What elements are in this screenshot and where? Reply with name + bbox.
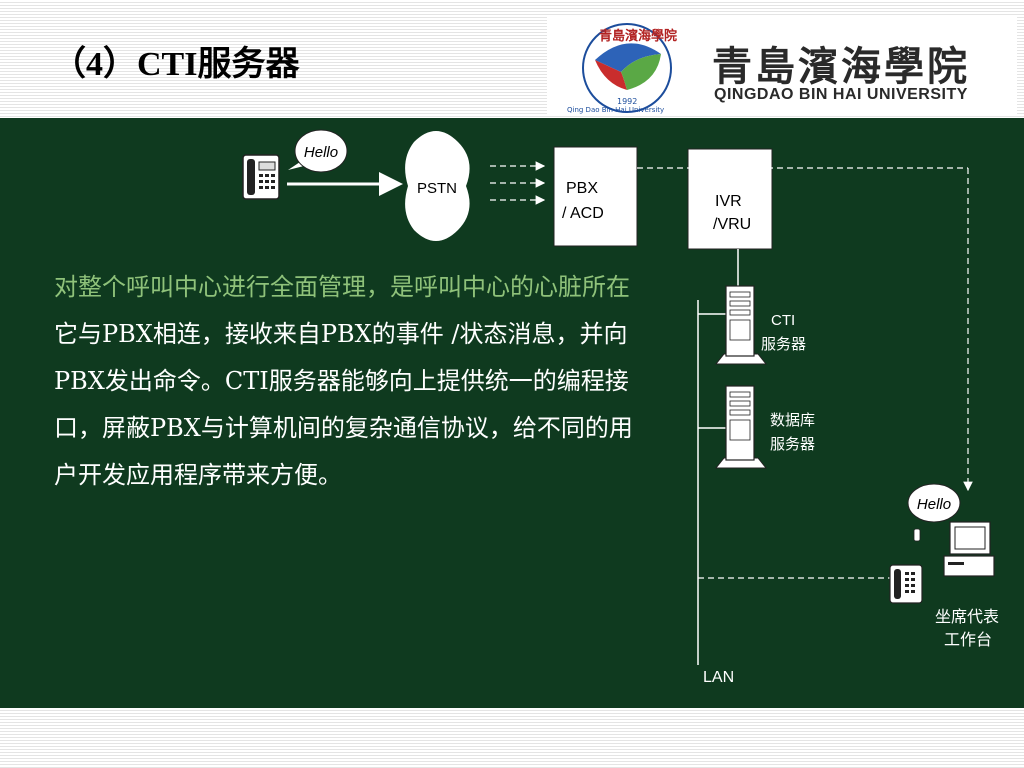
caller-phone-icon	[242, 154, 280, 200]
cti-label-line1: CTI	[771, 312, 795, 329]
caller-hello-text: Hello	[304, 144, 338, 161]
university-seal-icon: 青島濱海學院 1992 Qing Dao Bin Hai University	[567, 23, 677, 114]
content-panel	[0, 118, 1024, 708]
pbx-label-line1: PBX	[566, 180, 598, 197]
agent-hello-bubble: Hello	[907, 483, 961, 523]
headset-icon	[913, 528, 921, 542]
university-name-cn: 青島濱海學院	[712, 43, 970, 90]
seal-year: 1992	[617, 97, 637, 106]
agent-label-line1: 坐席代表	[935, 607, 999, 626]
agent-phone-icon	[889, 564, 923, 604]
agent-computer-icon	[943, 521, 995, 577]
cti-label-line2: 服务器	[761, 335, 806, 353]
db-label-line1: 数据库	[770, 411, 815, 429]
pbx-label-line2: / ACD	[562, 205, 604, 222]
slide-title: （4）CTI服务器	[52, 46, 300, 83]
agent-label-line2: 工作台	[944, 630, 992, 649]
cti-server-icon	[714, 285, 768, 365]
description-paragraph-1: 对整个呼叫中心进行全面管理，是呼叫中心的心脏所在	[54, 273, 630, 301]
seal-ring-text: Qing Dao Bin Hai University	[567, 106, 664, 114]
agent-hello-text: Hello	[917, 496, 951, 513]
footer-background	[0, 708, 1024, 768]
pstn-cloud: PSTN	[405, 131, 470, 241]
university-logo: 青島濱海學院 1992 Qing Dao Bin Hai University …	[547, 16, 1017, 114]
pbx-acd-box: PBX / ACD	[553, 146, 638, 247]
lan-label: LAN	[703, 669, 734, 686]
caller-hello-bubble: Hello	[288, 129, 348, 173]
description-paragraph-2: 它与PBX相连，接收来自PBX的事件 /状态消息，并向PBX发出命令。CTI服务…	[54, 320, 633, 489]
svg-text:青島濱海學院: 青島濱海學院	[599, 28, 677, 44]
ivr-vru-box: IVR /VRU	[687, 148, 773, 250]
ivr-label-line2: /VRU	[713, 216, 751, 233]
pstn-label: PSTN	[417, 180, 457, 197]
university-name-en: QINGDAO BIN HAI UNIVERSITY	[714, 86, 968, 103]
database-server-icon	[714, 385, 768, 469]
db-label-line2: 服务器	[770, 435, 815, 453]
description-text: 对整个呼叫中心进行全面管理，是呼叫中心的心脏所在 它与PBX相连，接收来自PBX…	[54, 264, 654, 499]
ivr-label-line1: IVR	[715, 193, 742, 210]
